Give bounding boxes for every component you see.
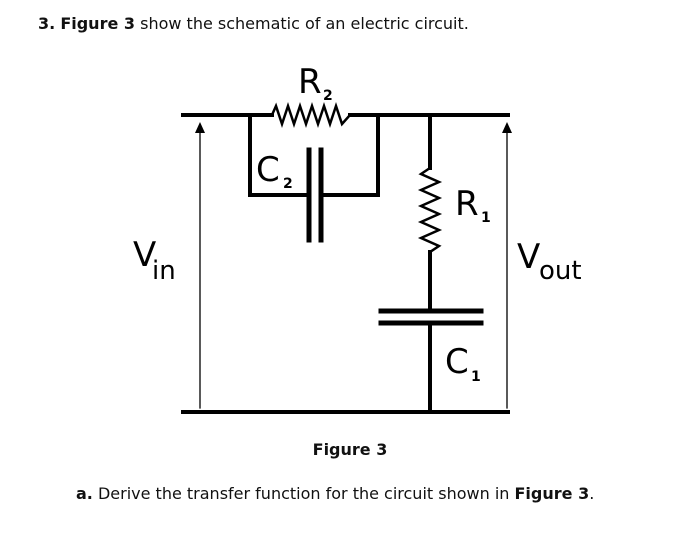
question-body: show the schematic of an electric circui… [135,14,469,33]
vin-arrow-head [195,122,205,133]
sub-question: a. Derive the transfer function for the … [76,484,594,503]
label-r2: R [298,62,322,102]
label-vin: V [133,235,156,275]
label-vin-sub: in [152,256,176,286]
question-text: 3. Figure 3 show the schematic of an ele… [38,14,469,33]
question-figure-ref: Figure 3 [60,14,136,33]
label-c2-sub: 2 [283,176,293,192]
label-r1-sub: 1 [481,210,491,226]
label-vout-sub: out [539,256,582,286]
label-r2-sub: 2 [323,88,333,104]
sub-question-letter: a. [76,484,93,503]
sub-question-body: Derive the transfer function for the cir… [92,484,515,503]
figure-caption: Figure 3 [312,440,388,459]
resistor-r2 [270,102,352,128]
label-c1-sub: 1 [471,369,481,385]
sub-question-end: . [589,484,595,503]
sub-question-figure-ref: Figure 3 [514,484,590,503]
label-vout: V [517,237,540,277]
label-r1: R [455,184,479,224]
question-number: 3. [38,14,56,33]
vout-arrow-head [502,122,512,133]
label-c1: C [445,342,469,382]
label-c2: C [256,150,280,190]
resistor-r1 [417,166,443,254]
